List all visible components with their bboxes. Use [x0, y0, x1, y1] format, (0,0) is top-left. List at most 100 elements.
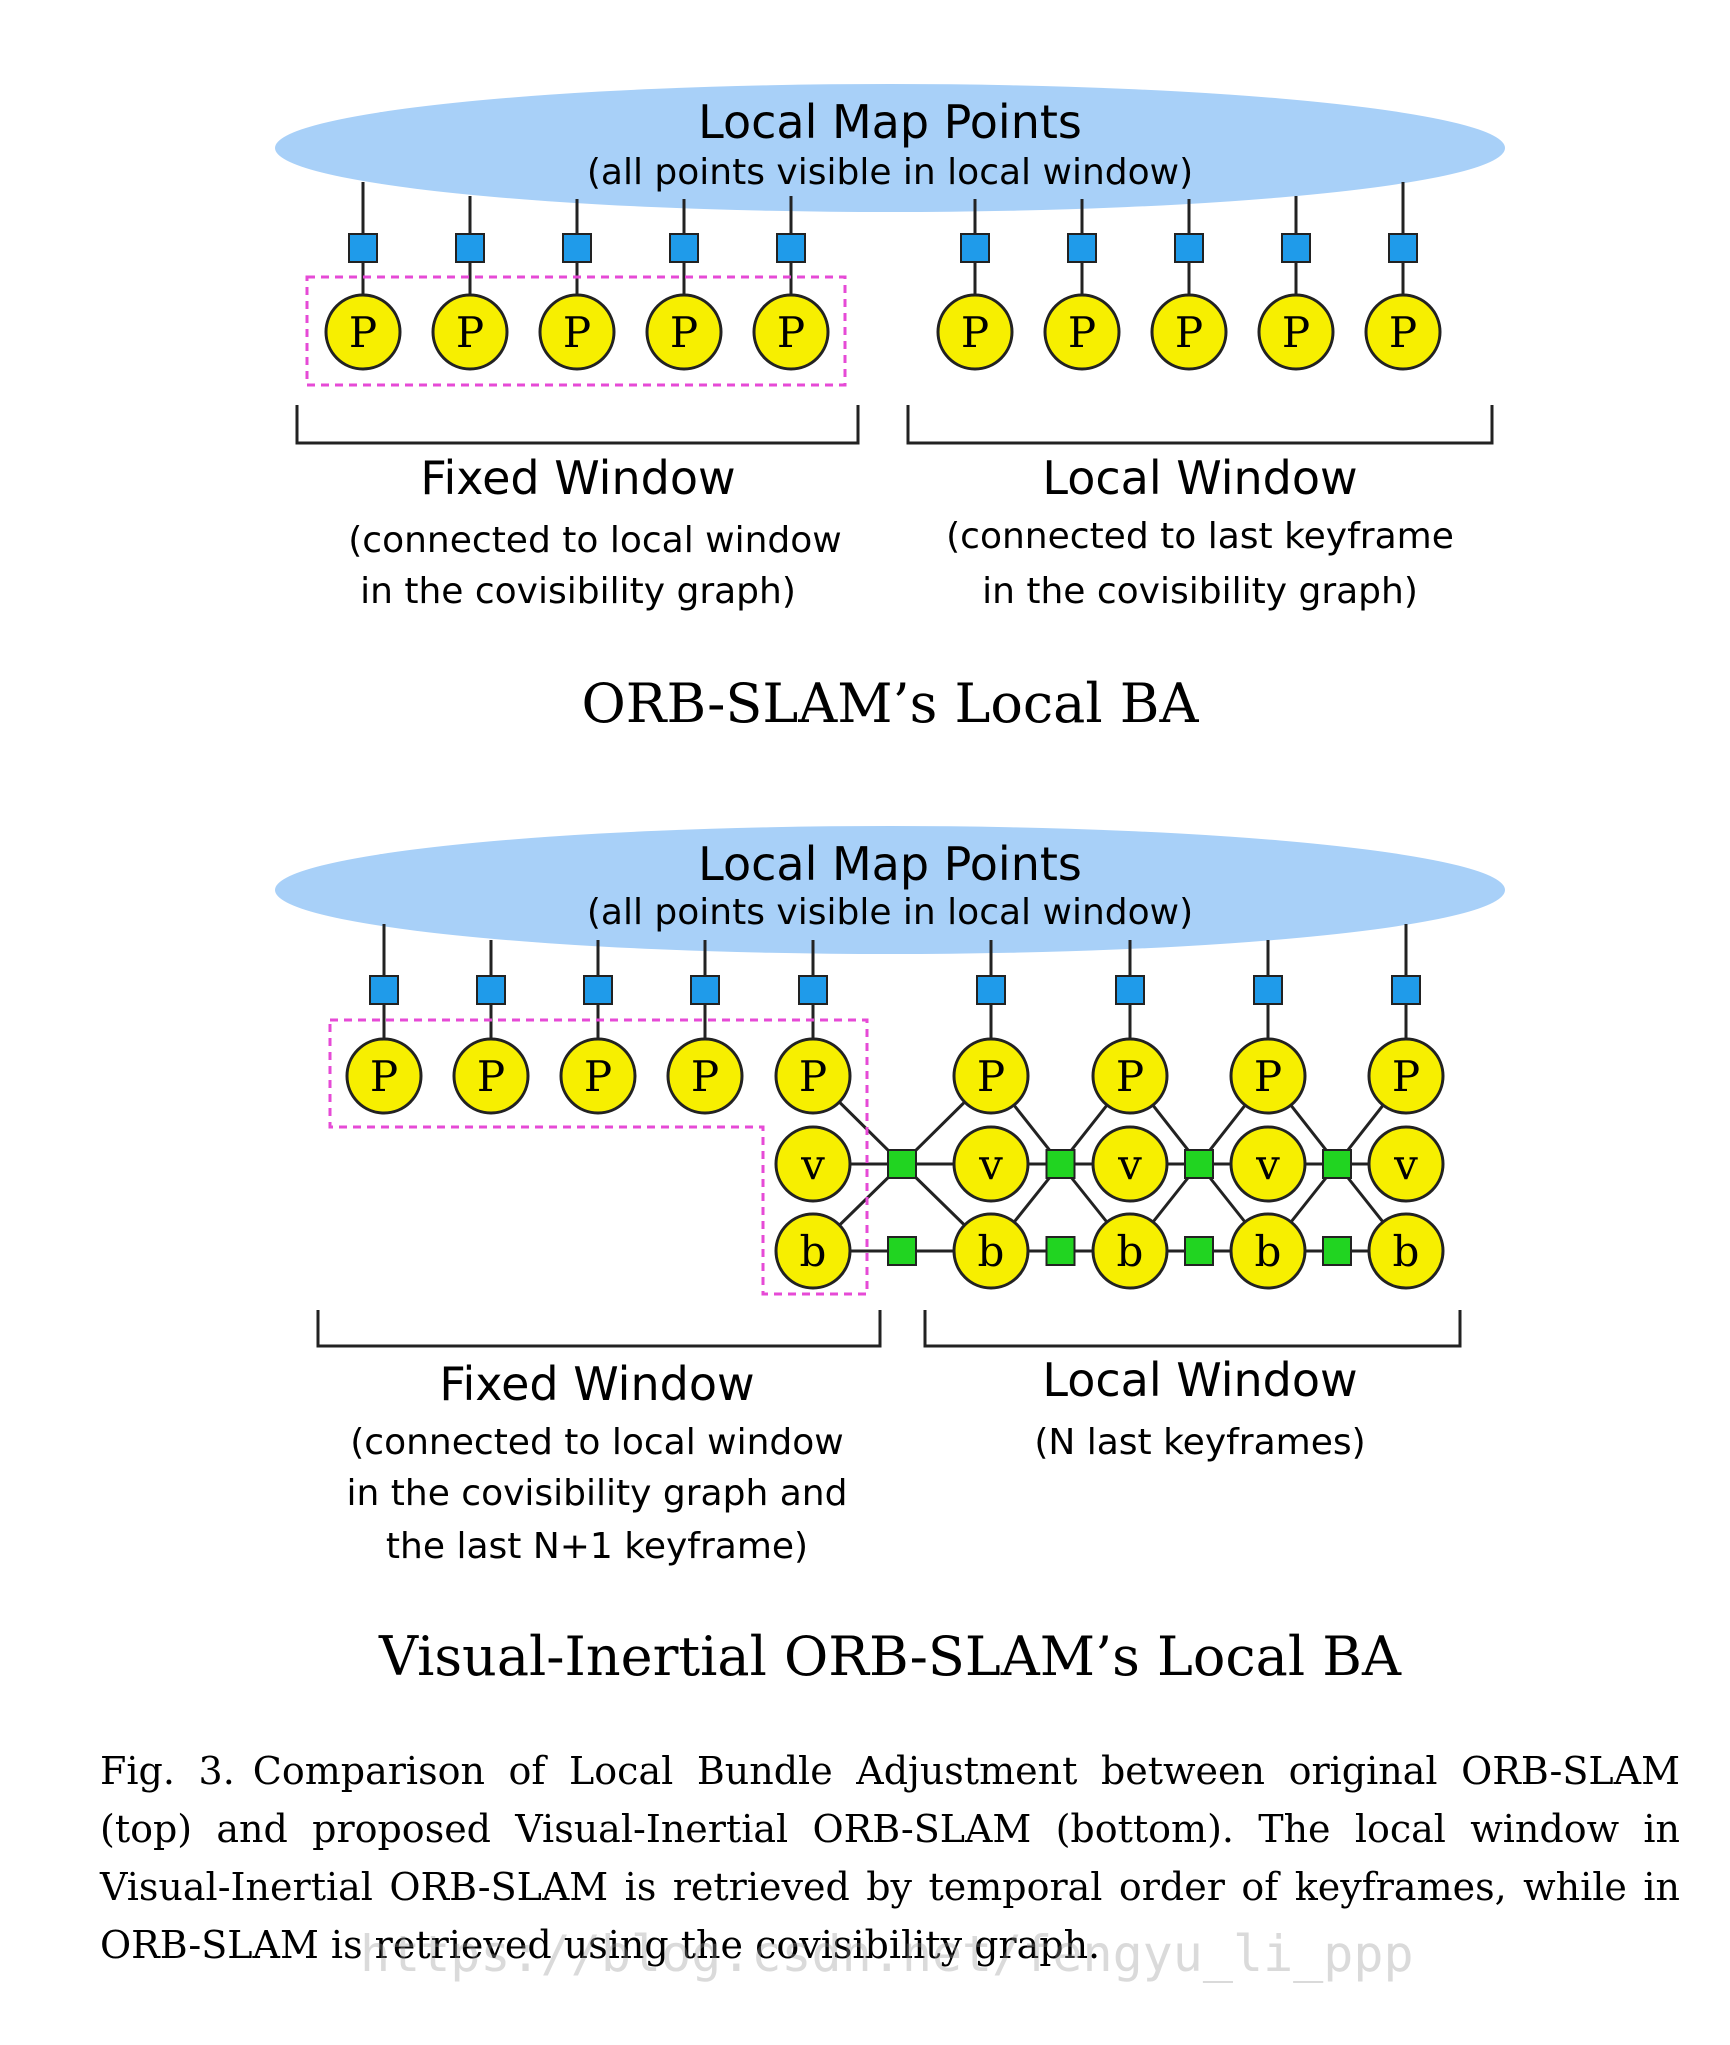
pose-node-circle	[952, 1037, 1030, 1115]
pose-node: P	[666, 1037, 744, 1115]
pose-node-circle	[1150, 293, 1228, 371]
bias-node-label: b	[978, 1227, 1005, 1276]
point-factor-square	[960, 233, 990, 263]
visual-inertial-local-ba: Local Map Points (all points visible in …	[275, 826, 1505, 1688]
point-factor-square	[1067, 233, 1097, 263]
pose-node: P	[1257, 293, 1335, 371]
bias-node: b	[1091, 1212, 1169, 1290]
bias-node-circle	[1367, 1212, 1445, 1290]
point-factor-square	[1115, 975, 1145, 1005]
bias-node-label: b	[800, 1227, 827, 1276]
pose-node-label: P	[1389, 308, 1417, 357]
ellipse-title: Local Map Points	[698, 95, 1082, 149]
pose-node-label: P	[1116, 1052, 1144, 1101]
fixed-window-desc-1: (connected to local window	[348, 520, 842, 561]
pose-node-circle	[538, 293, 616, 371]
velocity-node-circle	[1091, 1125, 1169, 1203]
fixed-window-dashed-box	[305, 275, 847, 387]
bias-factor-square	[1184, 1236, 1214, 1266]
point-factor-square	[455, 233, 485, 263]
bias-node: b	[774, 1212, 852, 1290]
watermark: https://blog.csdn.net/fengyu_li_ppp	[360, 1925, 1414, 1983]
point-factor-square	[976, 975, 1006, 1005]
bias-node: b	[1367, 1212, 1445, 1290]
pose-node-label: P	[456, 308, 484, 357]
caption-label: Fig. 3.	[100, 1749, 235, 1793]
point-factor-square	[369, 975, 399, 1005]
velocity-node-circle	[1367, 1125, 1445, 1203]
figure-caption: Fig. 3.Comparison of Local Bundle Adjust…	[100, 1742, 1680, 1974]
velocity-node-label: v	[1255, 1140, 1280, 1189]
pose-node-circle	[774, 1037, 852, 1115]
local-window-title: Local Window	[1042, 451, 1357, 505]
pose-node-circle	[1367, 1037, 1445, 1115]
pose-node-label: P	[1254, 1052, 1282, 1101]
point-factor-square	[776, 233, 806, 263]
pose-node-circle	[452, 1037, 530, 1115]
orb-slam-local-ba: Local Map Points (all points visible in …	[275, 84, 1505, 735]
fixed-window-bracket	[295, 405, 860, 445]
local-ba-diagram: Local Map Points (all points visible in …	[275, 84, 1505, 1688]
imu-factor-square	[1045, 1149, 1076, 1179]
pose-node-label: P	[691, 1052, 719, 1101]
fixed-window-dashed-region	[328, 1018, 869, 1296]
local-window-bracket	[923, 1310, 1462, 1348]
ellipse-subtitle: (all points visible in local window)	[587, 152, 1193, 193]
local-window-desc-1: (connected to last keyframe	[946, 516, 1454, 557]
bias-factor-square	[1045, 1236, 1076, 1266]
pose-node-circle	[1364, 293, 1442, 371]
fixed-window-desc-1: (connected to local window	[350, 1422, 844, 1463]
fixed-window-title: Fixed Window	[439, 1357, 754, 1411]
pose-node-label: P	[961, 308, 989, 357]
fixed-window-desc-2: in the covisibility graph and	[347, 1473, 848, 1514]
bias-node-label: b	[1255, 1227, 1282, 1276]
pose-node-label: P	[477, 1052, 505, 1101]
top-heading: ORB-SLAM’s Local BA	[582, 672, 1200, 735]
pose-node-label: P	[670, 308, 698, 357]
velocity-node-circle	[774, 1125, 852, 1203]
point-factor-square	[348, 233, 378, 263]
velocity-node-circle	[952, 1125, 1030, 1203]
velocity-node: v	[774, 1125, 852, 1203]
point-factor-square	[1388, 233, 1418, 263]
pose-node-label: P	[370, 1052, 398, 1101]
pose-node: P	[452, 1037, 530, 1115]
caption-text: Comparison of Local Bundle Adjustment be…	[100, 1749, 1680, 1967]
point-factor-square	[1253, 975, 1283, 1005]
pose-node: P	[1043, 293, 1121, 371]
bias-factor-square	[1322, 1236, 1352, 1266]
pose-node: P	[431, 293, 509, 371]
pose-node-label: P	[1175, 308, 1203, 357]
bias-node-circle	[774, 1212, 852, 1290]
pose-node: P	[1229, 1037, 1307, 1115]
pose-node: P	[1364, 293, 1442, 371]
pose-node-circle	[1257, 293, 1335, 371]
pose-node: P	[538, 293, 616, 371]
point-factor-square	[1281, 233, 1311, 263]
pose-node: P	[559, 1037, 637, 1115]
velocity-node: v	[1229, 1125, 1307, 1203]
bias-node: b	[1229, 1212, 1307, 1290]
pose-node-label: P	[1068, 308, 1096, 357]
point-factors	[369, 975, 1421, 1005]
imu-factor-square	[887, 1149, 917, 1179]
velocity-node: v	[1367, 1125, 1445, 1203]
point-factor-square	[1391, 975, 1421, 1005]
pose-node-circle	[559, 1037, 637, 1115]
imu-factor-square	[1184, 1149, 1214, 1179]
velocity-node: v	[1091, 1125, 1169, 1203]
point-factor-square	[476, 975, 506, 1005]
pose-node-circle	[1229, 1037, 1307, 1115]
local-window-title: Local Window	[1042, 1353, 1357, 1407]
pose-node-label: P	[563, 308, 591, 357]
bias-factor-square	[887, 1236, 917, 1266]
bottom-heading: Visual-Inertial ORB-SLAM’s Local BA	[378, 1625, 1402, 1688]
pose-node-circle	[324, 293, 402, 371]
fixed-window-bracket	[316, 1310, 882, 1348]
pose-node-circle	[936, 293, 1014, 371]
pose-node: P	[1367, 1037, 1445, 1115]
local-map-points-ellipse	[275, 84, 1505, 212]
